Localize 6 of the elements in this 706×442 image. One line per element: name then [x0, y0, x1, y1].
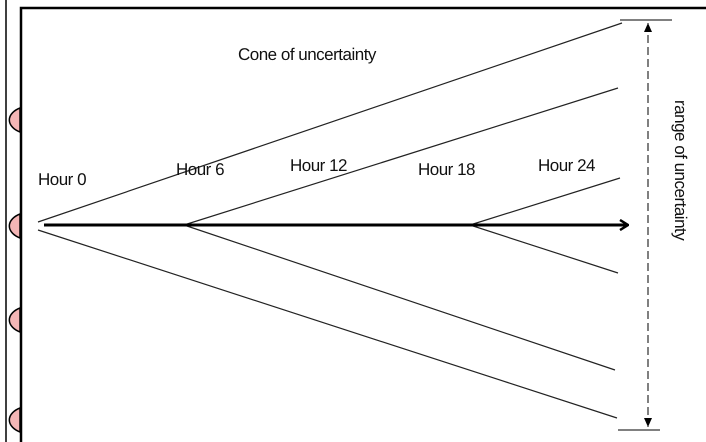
- time-label: Hour 18: [418, 160, 475, 180]
- time-label: Hour 12: [290, 156, 347, 176]
- dimension-label: range of uncertainty: [670, 100, 690, 240]
- heading-text: Cone of uncertainty: [238, 45, 376, 65]
- time-label: Hour 24: [538, 156, 595, 176]
- time-label: Hour 0: [38, 170, 86, 190]
